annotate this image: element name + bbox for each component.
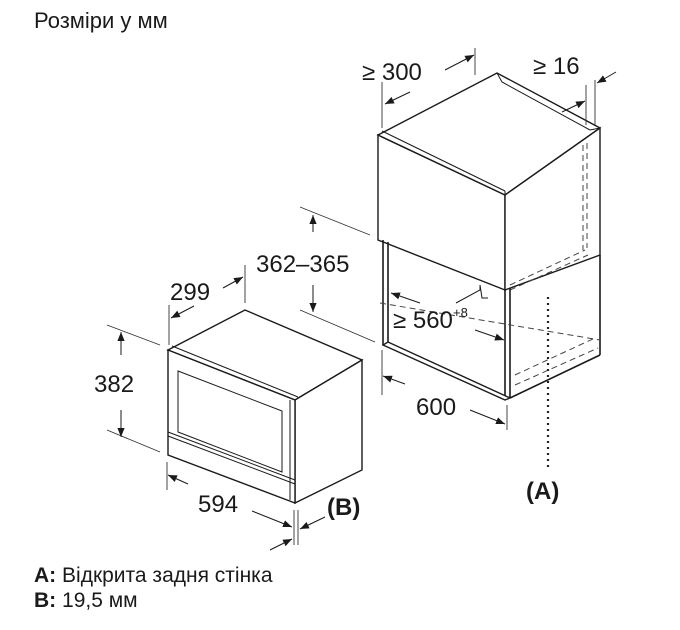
legend: A: Відкрита задня стінка B: 19,5 мм: [34, 563, 273, 613]
legend-item-b: B: 19,5 мм: [34, 588, 273, 613]
dim-appliance-height: 382: [94, 371, 134, 398]
dim-niche-width: ≥ 560: [393, 307, 453, 334]
dim-appliance-width: 594: [198, 491, 238, 518]
cabinet-dimensions: ≥ 300 ≥ 16 362–365 ≥ 560 +8 600: [256, 48, 617, 430]
callout-b: (B): [327, 494, 360, 521]
dim-cabinet-width: 600: [416, 394, 456, 421]
dim-cabinet-gap: ≥ 16: [533, 53, 580, 80]
dim-appliance-depth: 299: [170, 279, 210, 306]
appliance-dimensions: 299 382 594: [94, 265, 326, 551]
page-title: Розміри у мм: [34, 8, 168, 33]
legend-item-a: A: Відкрита задня стінка: [34, 563, 273, 588]
legend-text-b: 19,5 мм: [62, 589, 138, 612]
legend-key-a: A:: [34, 564, 57, 587]
dim-cabinet-depth: ≥ 300: [362, 59, 422, 86]
dim-niche-width-tolerance: +8: [453, 305, 468, 320]
legend-text-a: Відкрита задня стінка: [62, 564, 273, 587]
cabinet-drawing: [376, 72, 602, 470]
callout-a: (A): [526, 478, 559, 505]
legend-key-b: B:: [34, 589, 57, 612]
dim-niche-height: 362–365: [256, 251, 349, 278]
appliance-drawing: [166, 309, 364, 505]
